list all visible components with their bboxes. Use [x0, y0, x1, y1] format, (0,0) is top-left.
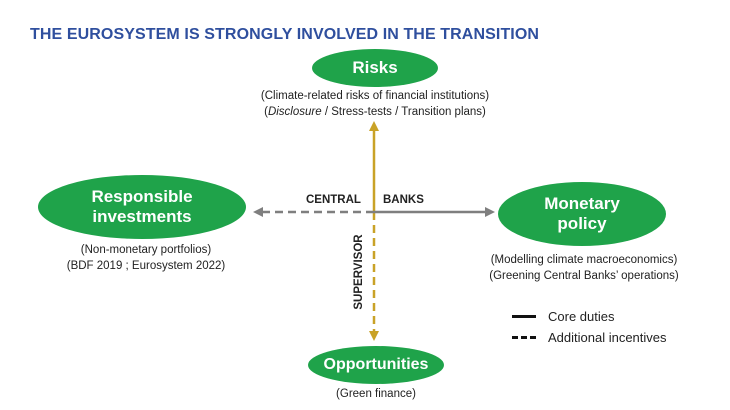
page-title: THE EUROSYSTEM IS STRONGLY INVOLVED IN T…	[30, 26, 540, 43]
responsible-note: (Non-monetary portfolios) (BDF 2019 ; Eu…	[46, 243, 246, 274]
responsible-note-line2: (BDF 2019 ; Eurosystem 2022)	[66, 259, 226, 272]
legend-core-label: Core duties	[548, 309, 615, 324]
legend-solid-line	[512, 315, 536, 318]
responsible-label-line2: investments	[92, 207, 192, 226]
opportunities-note: (Green finance)	[336, 388, 416, 400]
legend-additional-incentives: Additional incentives	[512, 330, 667, 345]
monetary-note: (Modelling climate macroeconomics) (Gree…	[452, 253, 716, 284]
legend-core-duties: Core duties	[512, 309, 614, 324]
central-label: CENTRAL	[306, 194, 361, 206]
banks-label: BANKS	[383, 194, 424, 206]
responsible-label-line1: Responsible	[91, 187, 193, 207]
responsible-investments-node: Responsible investments	[38, 175, 246, 239]
risks-note: (Climate-related risks of financial inst…	[235, 89, 515, 120]
risks-label: Risks	[352, 58, 398, 78]
risks-note-rest: / Stress-tests / Transition plans)	[321, 105, 486, 118]
opportunities-label: Opportunities	[323, 355, 429, 373]
risks-note-disclosure: Disclosure	[267, 105, 322, 118]
monetary-note-line1: (Modelling climate macroeconomics)	[490, 254, 678, 266]
risks-note-line2: (Disclosure / Stress-tests / Transition …	[264, 105, 486, 118]
supervisor-label: SUPERVISOR	[353, 234, 365, 310]
responsible-note-line1: (Non-monetary portfolios)	[80, 244, 212, 256]
legend-additional-label: Additional incentives	[548, 330, 667, 345]
monetary-note-line2: (Greening Central Banks’ operations)	[489, 269, 679, 282]
risks-note-line1: (Climate-related risks of financial inst…	[260, 90, 490, 102]
legend-dashed-line	[512, 336, 536, 339]
monetary-policy-node: Monetary policy	[498, 182, 666, 246]
risks-node: Risks	[312, 49, 438, 87]
monetary-label-line1: Monetary	[544, 194, 620, 214]
opportunities-node: Opportunities	[308, 346, 444, 384]
monetary-label-line2: policy	[557, 214, 607, 233]
